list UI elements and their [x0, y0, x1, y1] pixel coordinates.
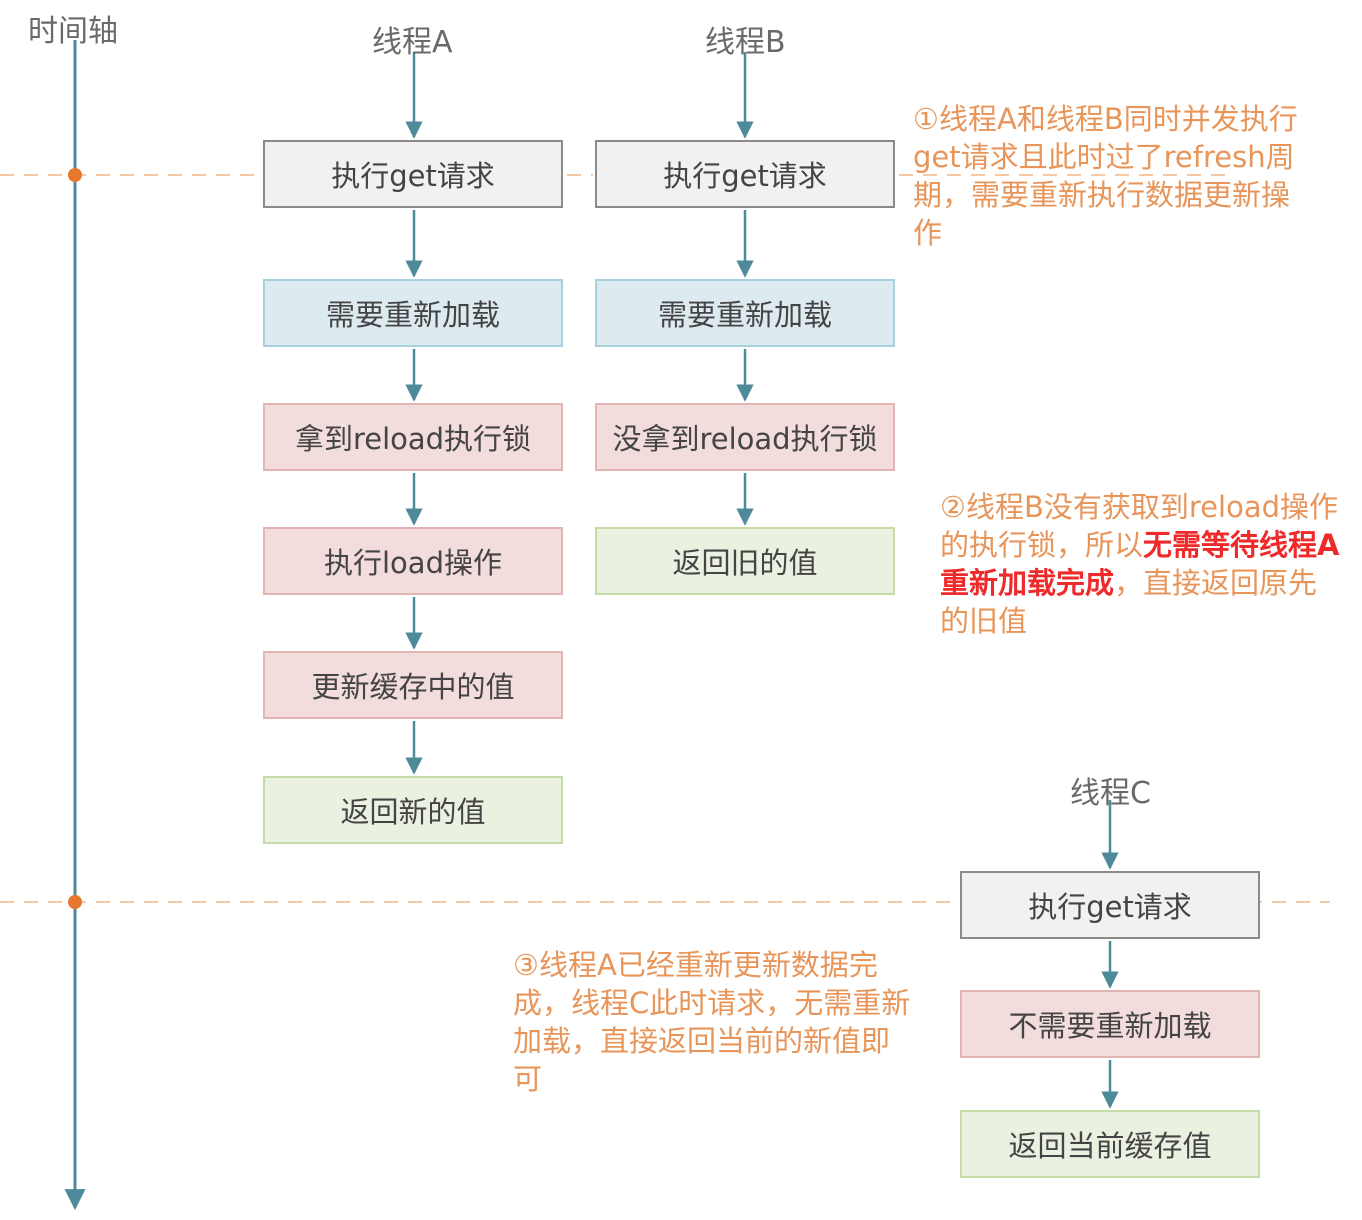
- thread-a-step-got-lock: 拿到reload执行锁: [263, 403, 563, 471]
- thread-a-step-need-reload: 需要重新加载: [263, 279, 563, 347]
- thread-b-step-return-old: 返回旧的值: [595, 527, 895, 595]
- thread-a-step-update-cache: 更新缓存中的值: [263, 651, 563, 719]
- time-marker-dot-2: [68, 895, 82, 909]
- timeline-label: 时间轴: [28, 14, 118, 49]
- thread-b-step-no-lock: 没拿到reload执行锁: [595, 403, 895, 471]
- thread-c-step-return-current: 返回当前缓存值: [960, 1110, 1260, 1178]
- thread-a-step-load: 执行load操作: [263, 527, 563, 595]
- thread-c-label: 线程C: [1070, 776, 1151, 811]
- thread-b-label: 线程B: [705, 25, 786, 60]
- note-2-text-end: ，直接返回原先的旧值: [940, 566, 1318, 638]
- thread-a-step-get-request: 执行get请求: [263, 140, 563, 208]
- thread-a-step-return-new: 返回新的值: [263, 776, 563, 844]
- note-3: ③线程A已经重新更新数据完成，线程C此时请求，无需重新加载，直接返回当前的新值即…: [513, 948, 911, 1096]
- thread-b-step-get-request: 执行get请求: [595, 140, 895, 208]
- thread-a-label: 线程A: [372, 25, 453, 60]
- note-2-text-start: ②线程B没有获取到reload操作的执行锁，所以: [940, 490, 1338, 562]
- time-marker-dot-1: [68, 168, 82, 182]
- thread-c-step-get-request: 执行get请求: [960, 871, 1260, 939]
- thread-c-step-no-reload: 不需要重新加载: [960, 990, 1260, 1058]
- note-2-emphasis: 无需等待线程A重新加载完成: [940, 528, 1340, 600]
- thread-b-step-need-reload: 需要重新加载: [595, 279, 895, 347]
- note-1: ①线程A和线程B同时并发执行get请求且此时过了refresh周期，需要重新执行…: [913, 102, 1298, 250]
- note-2: ②线程B没有获取到reload操作的执行锁，所以无需等待线程A重新加载完成，直接…: [940, 488, 1342, 640]
